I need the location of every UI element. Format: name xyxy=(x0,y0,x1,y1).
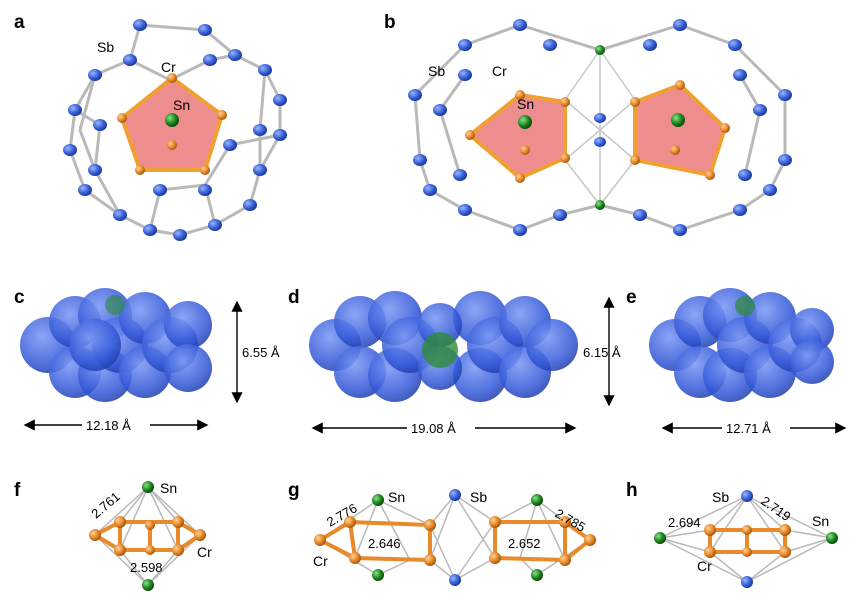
dim-width-d: 19.08 Å xyxy=(411,421,456,436)
bond-length-g-2: 2.646 xyxy=(368,536,401,551)
atom-label-sn-a: Sn xyxy=(173,97,190,113)
panel-g-cr-atoms xyxy=(314,516,596,566)
panel-f-thin-bonds xyxy=(94,486,201,586)
atom-label-sn-g: Sn xyxy=(388,489,405,505)
cr-atoms-a xyxy=(117,73,227,175)
dim-width-c: 12.18 Å xyxy=(86,418,131,433)
dim-height-c: 6.55 Å xyxy=(242,345,280,360)
panel-g-sb-atoms xyxy=(449,489,461,586)
atom-label-sb-g: Sb xyxy=(470,489,487,505)
panel-g-sn-atoms xyxy=(372,494,543,581)
sb-atoms-a xyxy=(63,19,287,241)
cr5-ring-b-right xyxy=(633,82,728,178)
sb-atoms-b xyxy=(408,19,792,236)
panel-g-thin-bonds xyxy=(319,494,591,581)
panel-f-sn-bottom xyxy=(142,579,154,591)
panel-e: e 12.71 Å xyxy=(626,287,847,436)
atom-label-sn-h: Sn xyxy=(812,513,829,529)
space-fill-d xyxy=(309,291,578,402)
panel-label-h: h xyxy=(626,480,638,501)
panel-h-cr-atoms xyxy=(704,524,791,558)
panel-label-c: c xyxy=(14,287,25,308)
space-fill-c xyxy=(20,288,212,402)
sn-atoms-b xyxy=(518,45,685,210)
bond-length-f-2: 2.598 xyxy=(130,560,163,575)
panel-label-g: g xyxy=(288,480,300,501)
atom-label-sb-a: Sb xyxy=(97,39,114,55)
panel-label-f: f xyxy=(14,480,21,501)
atom-label-sb-h: Sb xyxy=(712,489,729,505)
bond-length-f-1: 2.761 xyxy=(88,489,123,521)
panel-label-d: d xyxy=(288,287,300,308)
atom-label-sb-b: Sb xyxy=(428,63,445,79)
atom-label-sn-b: Sn xyxy=(517,96,534,112)
dim-width-e: 12.71 Å xyxy=(726,421,771,436)
atom-label-cr-b: Cr xyxy=(492,63,507,79)
panel-a: a xyxy=(14,12,287,241)
panel-label-a: a xyxy=(14,12,25,33)
cr-atoms-b xyxy=(465,80,730,183)
panel-c: c 6.55 Å 12.18 Å xyxy=(14,287,280,433)
bond-length-h-1: 2.694 xyxy=(668,515,701,530)
atom-label-cr-h: Cr xyxy=(697,558,712,574)
panel-h-sn-right xyxy=(826,532,838,544)
panel-h-sb-bottom xyxy=(741,576,753,588)
atom-label-cr-f: Cr xyxy=(197,544,212,560)
atom-label-cr-g: Cr xyxy=(313,553,328,569)
dim-height-d: 6.15 Å xyxy=(583,345,621,360)
atom-label-cr-a: Cr xyxy=(161,59,176,75)
panel-h-sb-top xyxy=(741,490,753,502)
sn-atom-a xyxy=(165,113,179,127)
panel-d: d 6.15 Å 19.08 Å xyxy=(288,287,621,436)
panel-label-b: b xyxy=(384,12,396,33)
panel-h-sn-left xyxy=(654,532,666,544)
panel-f-sn-top xyxy=(142,481,154,493)
panel-h: h Sb Sn Cr 2.694 2.719 xyxy=(626,480,838,588)
panel-label-e: e xyxy=(626,287,637,308)
panel-f: f Sn Cr 2.761 2.598 xyxy=(14,480,212,591)
panel-b: b xyxy=(384,12,792,236)
bond-length-g-3: 2.785 xyxy=(553,506,589,535)
panel-h-thin-bonds xyxy=(659,495,833,583)
panel-f-cr-atoms xyxy=(89,516,206,556)
atom-label-sn-f: Sn xyxy=(160,480,177,496)
bond-length-g-4: 2.652 xyxy=(508,536,541,551)
panel-b-thin-bonds xyxy=(564,49,636,206)
panel-g: g xyxy=(288,480,596,586)
space-fill-e xyxy=(649,288,834,402)
cr5-ring-b-left xyxy=(466,92,567,181)
